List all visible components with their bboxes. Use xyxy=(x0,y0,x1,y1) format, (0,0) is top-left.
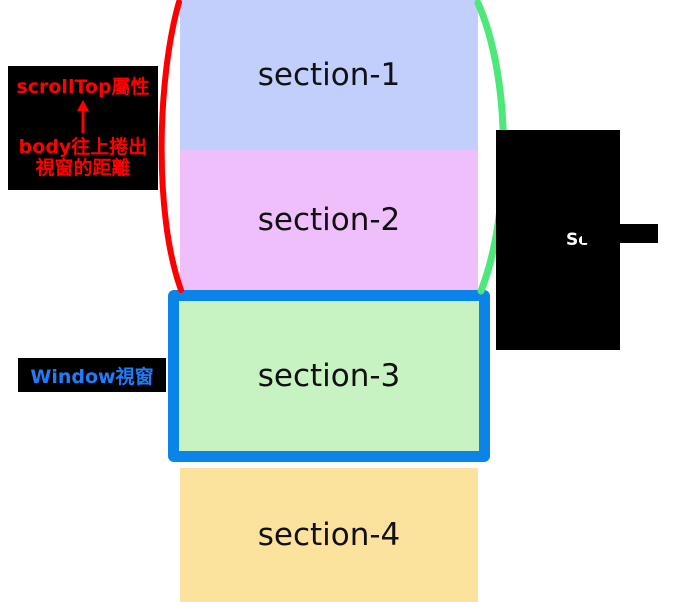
window-viewport-callout: Window視窗 xyxy=(18,358,166,392)
section-block-3: section-3 xyxy=(179,301,479,451)
section-label: section-3 xyxy=(257,358,401,394)
scrolltop-callout: scrollTop屬性 body往上捲出 視窗的距離 xyxy=(8,66,158,190)
section-label: section-1 xyxy=(257,57,401,93)
section-label: section-2 xyxy=(257,202,401,238)
section-label: section-4 xyxy=(257,517,401,553)
window-viewport-frame: section-3 xyxy=(168,290,490,462)
occluder-bar xyxy=(582,224,658,243)
scrolltop-callout-line-1: scrollTop屬性 xyxy=(16,75,150,98)
section-block-4: section-4 xyxy=(180,468,478,602)
up-arrow-icon xyxy=(75,99,91,134)
window-viewport-callout-label: Window視窗 xyxy=(30,365,154,388)
section-block-2: section-2 xyxy=(180,150,478,290)
section-block-1: section-1 xyxy=(180,0,478,150)
scrolltop-callout-line-2: body往上捲出 xyxy=(18,135,148,158)
scrolltop-callout-line-3: 視窗的距離 xyxy=(35,157,131,180)
left-red-brace xyxy=(158,0,184,293)
